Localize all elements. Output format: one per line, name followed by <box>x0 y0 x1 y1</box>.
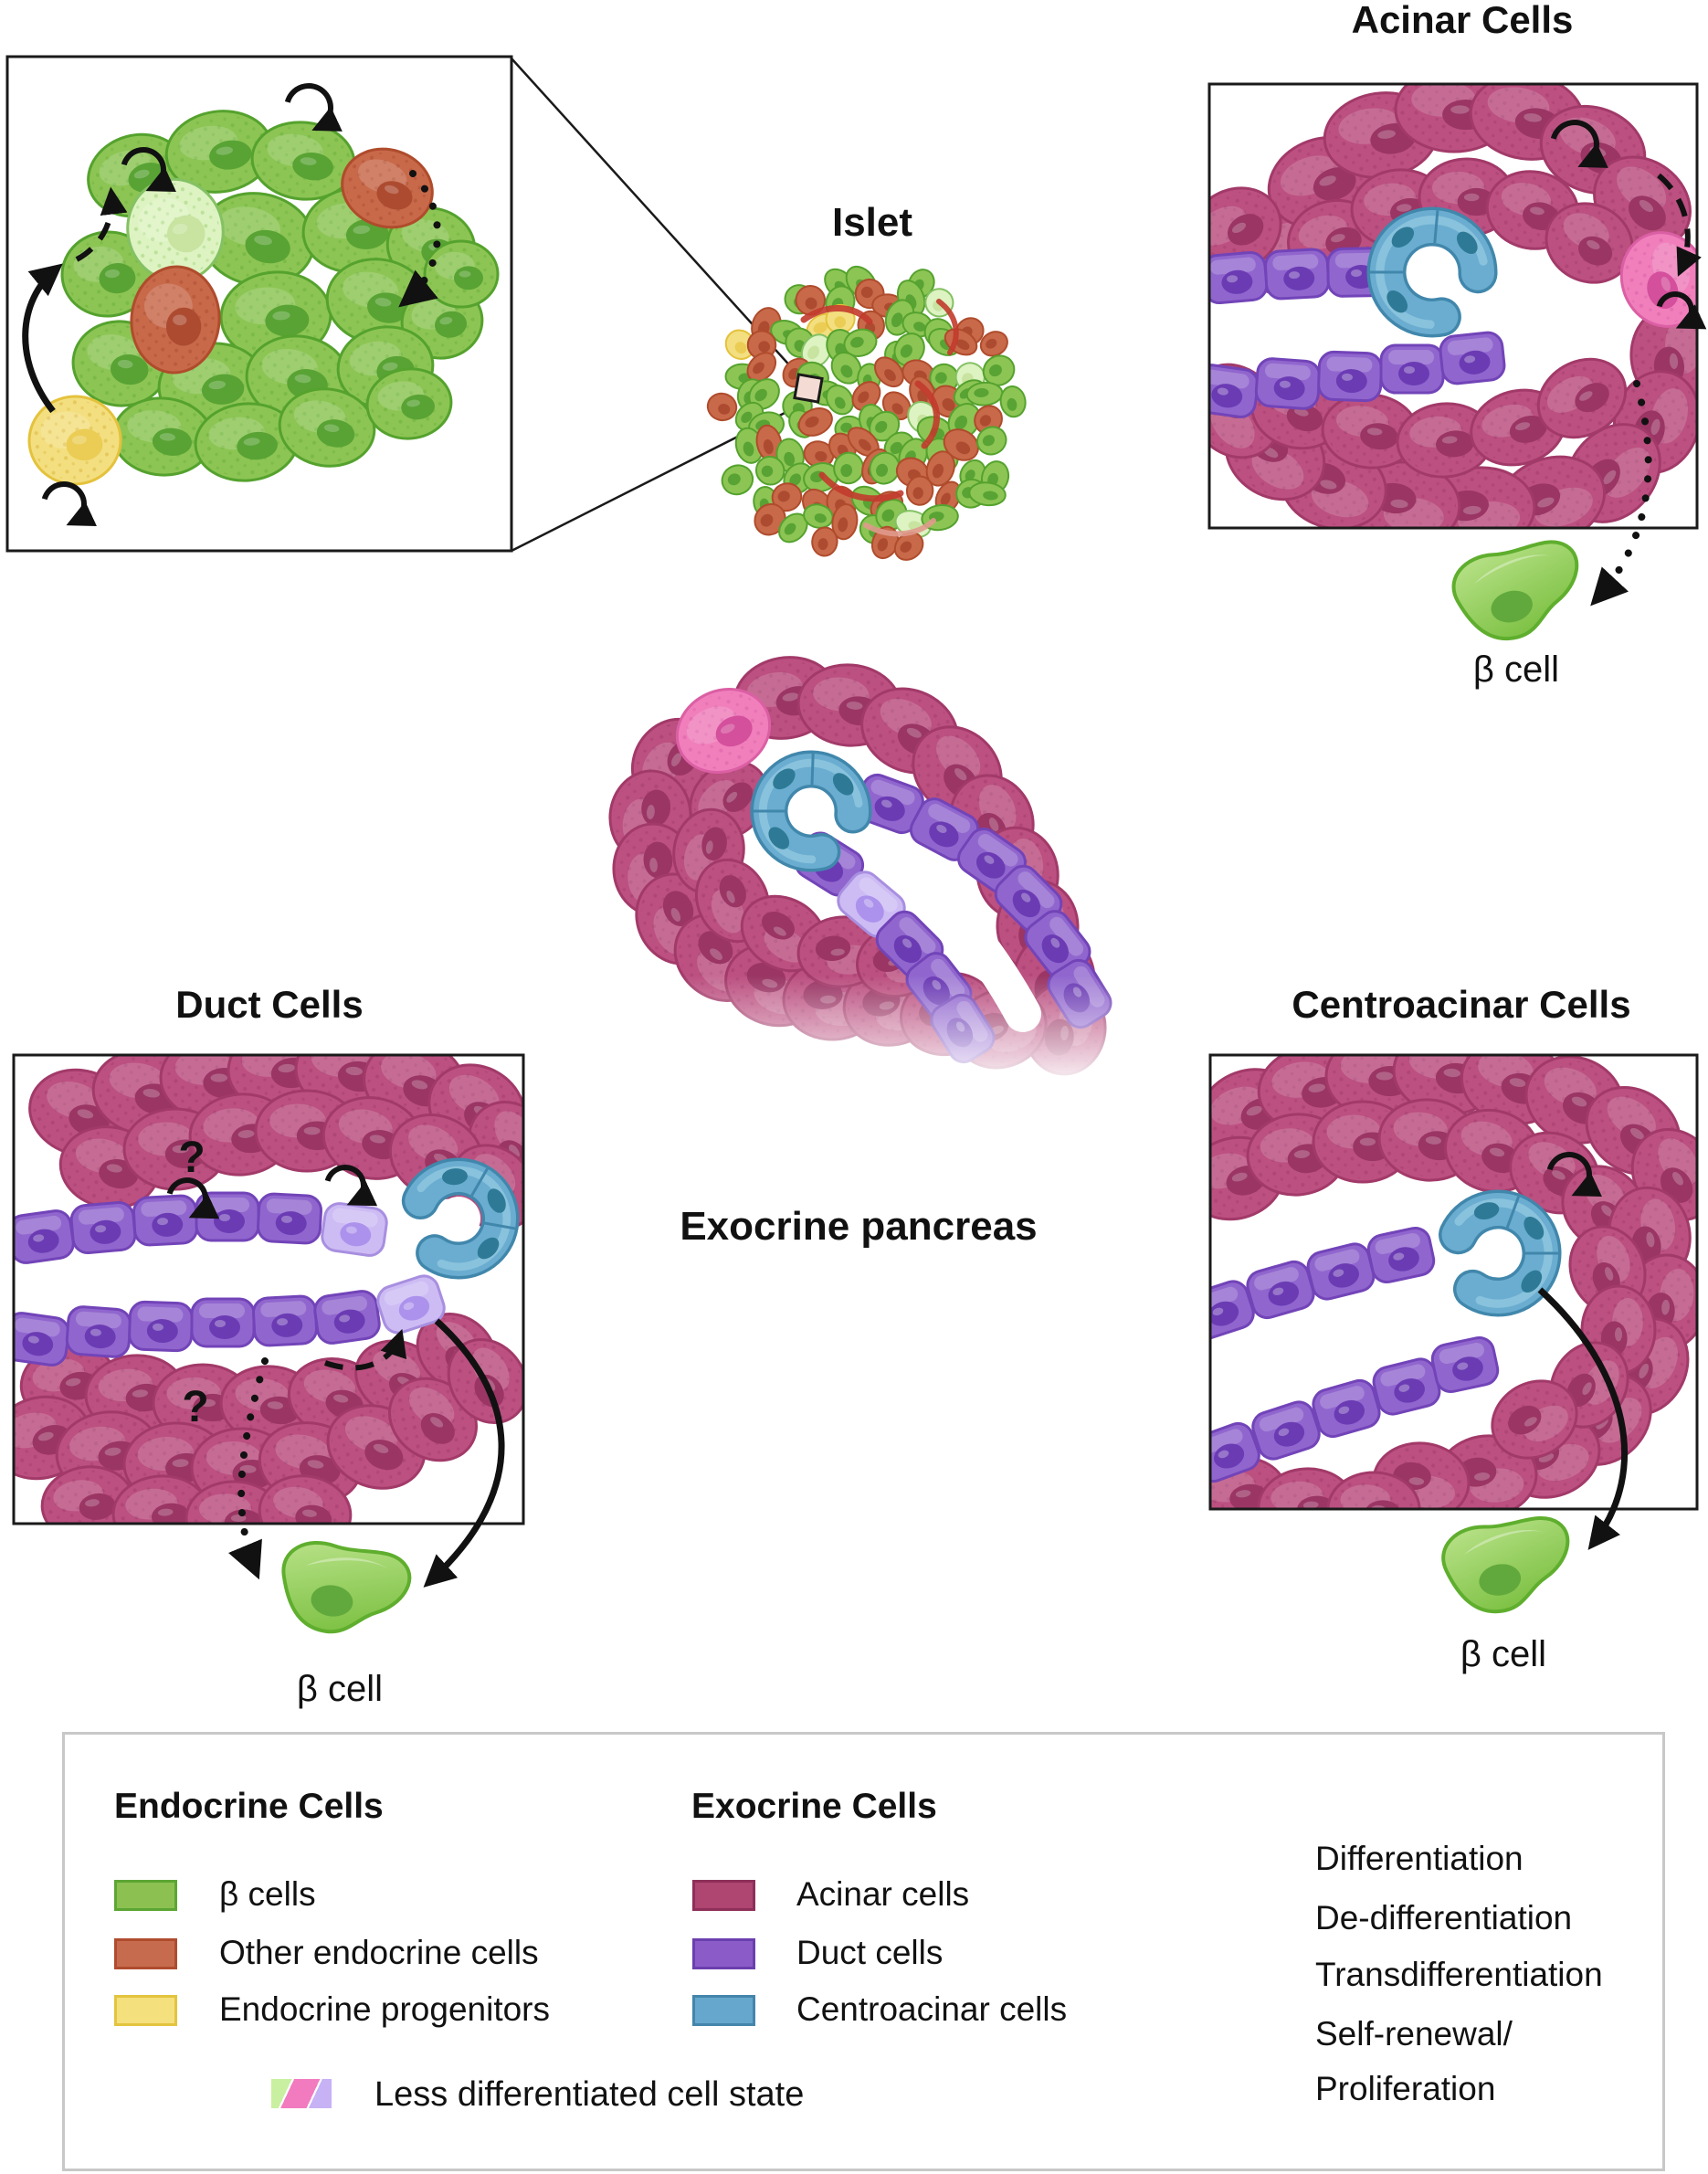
de-differentiation-arrow-icon <box>1657 173 1702 277</box>
duct-cells-label: Duct cells <box>796 1934 944 1971</box>
islet-cluster <box>706 265 1027 561</box>
differentiation-label: Differentiation <box>1315 1840 1523 1877</box>
fade-overlay <box>598 976 1146 1126</box>
less-differentiated-swatch <box>271 2079 332 2108</box>
self-renewal-arrow-icon <box>1550 120 1608 168</box>
centroacinar-beta-label: β cell <box>1460 1634 1547 1674</box>
proliferation-label: Proliferation <box>1315 2070 1496 2107</box>
self-renewal-arrow-icon <box>166 1177 220 1219</box>
acinar-title: Acinar Cells <box>1351 0 1574 41</box>
duct-question-mark-top: ? <box>178 1134 206 1182</box>
self-renewal-arrow-icon <box>324 1165 378 1207</box>
self-renewal-arrow-icon <box>1656 291 1707 330</box>
other-endocrine-swatch <box>114 1938 177 1969</box>
self-renewal-arrow-icon <box>41 481 98 526</box>
self-renewal-label: Self-renewal/ <box>1315 2015 1513 2053</box>
islet-inset-panel <box>27 110 500 486</box>
self-renewal-arrow-icon <box>284 83 343 132</box>
duct-panel <box>14 1055 523 1524</box>
differentiation-arrow-icon <box>423 1318 505 1588</box>
islet-inset-border <box>5 55 513 553</box>
de-differentiation-arrow-icon <box>75 186 128 262</box>
duct-question-mark-bottom: ? <box>182 1383 209 1431</box>
endocrine-header: Endocrine Cells <box>114 1787 384 1826</box>
transdifferentiation-label: Transdifferentiation <box>1315 1956 1603 1993</box>
other-endocrine-label: Other endocrine cells <box>219 1934 539 1971</box>
centroacinar-title: Centroacinar Cells <box>1292 983 1631 1026</box>
acinar-cells-swatch <box>692 1880 755 1911</box>
duct-box-border <box>12 1053 525 1525</box>
differentiation-arrow-icon <box>1537 1287 1629 1550</box>
acinar-panel <box>1209 84 1697 528</box>
endocrine-progenitors-swatch <box>114 1995 177 2026</box>
islet-zoom-square <box>793 373 824 404</box>
transdifferentiation-arrow-icon <box>398 170 441 308</box>
duct-title: Duct Cells <box>175 983 364 1026</box>
beta-cell-centroacinar <box>1437 1510 1580 1622</box>
centroacinar-box-border <box>1208 1053 1699 1511</box>
centroacinar-panel <box>1210 1055 1697 1509</box>
beta-cell-acinar <box>1445 533 1593 651</box>
de-differentiation-arrow-icon <box>324 1328 407 1371</box>
centroacinar-cells-swatch <box>692 1995 755 2026</box>
islet-label: Islet <box>831 200 913 245</box>
duct-cells-swatch <box>692 1938 755 1969</box>
de-differentiation-label: De-differentiation <box>1315 1899 1573 1937</box>
beta-cells-swatch <box>114 1880 177 1911</box>
centroacinar-cells-label: Centroacinar cells <box>796 1990 1068 2028</box>
beta-cell-duct <box>273 1536 415 1644</box>
acinar-beta-label: β cell <box>1472 649 1560 690</box>
self-renewal-arrow-icon <box>121 147 177 192</box>
beta-cells-label: β cells <box>219 1875 316 1913</box>
duct-beta-label: β cell <box>296 1669 384 1709</box>
differentiation-arrow-icon <box>22 263 63 414</box>
process-arrows <box>22 83 1707 1588</box>
endocrine-progenitors-label: Endocrine progenitors <box>219 1990 550 2028</box>
acinar-cells-label: Acinar cells <box>796 1875 970 1913</box>
exocrine-header: Exocrine Cells <box>691 1787 937 1826</box>
self-renewal-arrow-icon <box>1546 1152 1603 1197</box>
less-differentiated-label: Less differentiated cell state <box>374 2075 805 2114</box>
exocrine-pancreas-label: Exocrine pancreas <box>680 1204 1038 1249</box>
